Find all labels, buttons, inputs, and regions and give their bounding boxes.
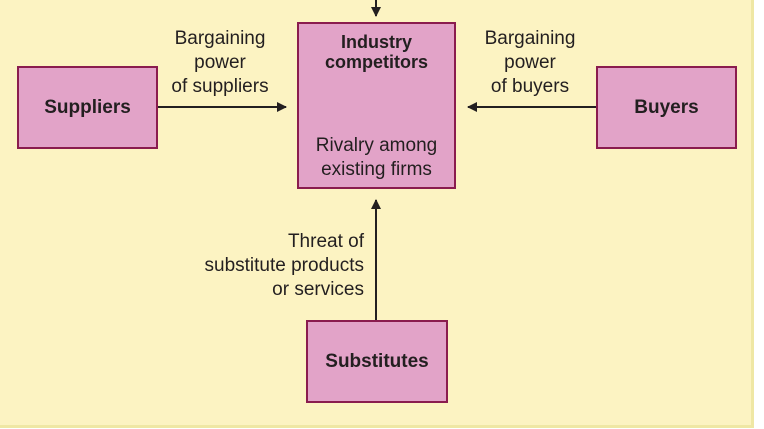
industry-competitors-box: Industry competitors Rivalry among exist…	[297, 22, 456, 189]
suppliers-label-line-1: Bargaining	[174, 28, 266, 49]
buyers-label-line-1: Bargaining	[484, 28, 576, 49]
rivalry-line-1: Rivalry among	[315, 135, 438, 156]
bargaining-power-buyers-label: Bargaining power of buyers	[476, 27, 584, 99]
arrows-layer	[158, 0, 596, 320]
substitutes-label-line-3: or services	[272, 279, 364, 300]
suppliers-label: Suppliers	[44, 96, 131, 118]
substitutes-label-line-1: Threat of	[287, 231, 364, 252]
bargaining-power-suppliers-label: Bargaining power of suppliers	[166, 27, 274, 99]
substitutes-label: Substitutes	[325, 350, 429, 372]
industry-title-line-2: competitors	[324, 52, 429, 72]
buyers-box: Buyers	[596, 66, 737, 149]
rivalry-line-2: existing firms	[321, 159, 432, 180]
industry-title-line-1: Industry	[340, 32, 412, 52]
substitutes-box: Substitutes	[306, 320, 448, 403]
buyers-label: Buyers	[634, 96, 699, 118]
industry-rivalry-text: Rivalry among existing firms	[299, 134, 454, 182]
substitutes-label-line-2: substitute products	[204, 255, 364, 276]
suppliers-box: Suppliers	[17, 66, 158, 149]
suppliers-label-line-3: of suppliers	[171, 76, 269, 97]
buyers-label-line-3: of buyers	[490, 76, 570, 97]
threat-of-substitutes-label: Threat of substitute products or service…	[186, 230, 364, 302]
suppliers-label-line-2: power	[194, 52, 246, 73]
buyers-label-line-2: power	[504, 52, 556, 73]
industry-competitors-title: Industry competitors	[299, 32, 454, 72]
